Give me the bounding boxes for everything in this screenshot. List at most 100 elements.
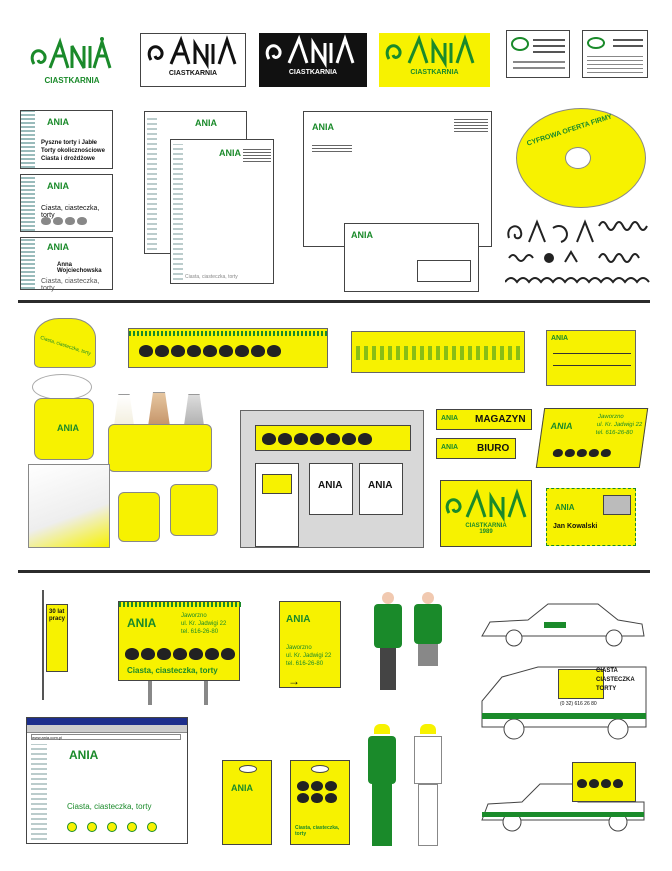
- nav-button-5[interactable]: [147, 822, 157, 832]
- card2-slogan: Ciasta, ciasteczka, torty: [41, 205, 100, 219]
- address-window: [417, 260, 471, 282]
- flag-banner: 30 lat pracy: [46, 604, 68, 672]
- ania-logo-icon: [147, 35, 237, 70]
- sign-logo-icon: ANIA: [441, 415, 459, 422]
- letterhead-footer: Ciasta, ciasteczka, torty: [185, 274, 238, 280]
- car-outline-icon: [481, 603, 645, 647]
- van-line-2: CIASTECZKA: [596, 677, 635, 683]
- display-drums: [108, 424, 212, 472]
- nav-button-2[interactable]: [87, 822, 97, 832]
- compliment-card-1: [506, 30, 570, 78]
- nav-button-4[interactable]: [127, 822, 137, 832]
- name-plate-person: Jan Kowalski: [553, 523, 598, 530]
- shop-window-1: ANIA: [309, 463, 353, 515]
- section-divider-1: [18, 300, 650, 303]
- card3-name: Anna Wojciechowska: [57, 262, 102, 274]
- logo-on-white: CIASTKARNIA: [140, 33, 246, 87]
- card1-line-2: Torty okolicznościowe: [41, 148, 105, 154]
- sign-logo-icon: ANIA: [441, 444, 459, 451]
- bag-handle-hole: [311, 765, 329, 773]
- tent-address-1: Jaworzno: [597, 414, 625, 420]
- pattern-swirls: [505, 218, 650, 288]
- business-card-3: ANIA Anna Wojciechowska Ciasta, ciastecz…: [20, 237, 113, 292]
- window-logo-icon: ANIA: [368, 480, 393, 491]
- browser-toolbar: [27, 725, 187, 733]
- web-nav-buttons: [67, 822, 157, 832]
- business-card-2: ANIA Ciasta, ciasteczka, torty: [20, 174, 113, 232]
- banner-cakes: [128, 328, 329, 368]
- billboard: ANIA Jaworzno ul. Kr. Jadwigi 22 tel. 61…: [118, 601, 241, 681]
- letterhead-front: ANIA Ciasta, ciasteczka, torty: [170, 139, 274, 284]
- sign-biuro: ANIA BIURO: [436, 438, 516, 459]
- sign-biuro-label: BIURO: [477, 443, 510, 454]
- shop-banner: [255, 425, 411, 451]
- flag-text: 30 lat pracy: [49, 609, 66, 622]
- tent-address-2: ul. Kr. Jadwigi 22: [596, 422, 643, 428]
- bag-logo-icon: ANIA: [231, 783, 253, 793]
- logo-caption: CIASTKARNIA: [410, 69, 459, 76]
- banner-pattern: [351, 331, 525, 373]
- table-tent-sign: ANIA Jaworzno ul. Kr. Jadwigi 22 tel. 61…: [535, 408, 649, 468]
- year-label: 1989: [479, 529, 493, 535]
- sign-logo-icon: ANIA: [551, 335, 569, 342]
- drum-outline: [32, 374, 92, 400]
- envelope-small: ANIA: [344, 223, 479, 292]
- ania-logo-icon: [445, 488, 527, 523]
- pickup-outline-icon: [481, 783, 645, 832]
- cake-icons-row: [262, 433, 372, 445]
- bag-handle-hole: [239, 765, 257, 773]
- drum-display-group: Ciasta, ciasteczka, torty ANIA: [28, 310, 108, 470]
- poster-street: ul. Kr. Jadwigi 22: [286, 653, 332, 659]
- cake-icons-row: [552, 449, 612, 457]
- pickup-cake-box: [572, 762, 636, 802]
- ania-logo-icon: [385, 34, 475, 69]
- logo-primary: CIASTKARNIA: [28, 36, 116, 88]
- ania-logo-icon: [30, 36, 112, 69]
- van-line-1: CIASTA: [596, 668, 618, 674]
- nav-button-1[interactable]: [67, 822, 77, 832]
- mini-logo-icon: [511, 37, 529, 51]
- pickup: [478, 754, 648, 840]
- small-drum: [118, 492, 160, 542]
- card1-line-3: Ciasta i drożdżowe: [41, 156, 96, 162]
- window-logo-icon: ANIA: [318, 480, 343, 491]
- url-bar[interactable]: www.ania.com.pl: [31, 734, 181, 740]
- website-window: www.ania.com.pl ANIA Ciasta, ciasteczka,…: [26, 717, 188, 844]
- envelope-logo-icon: ANIA: [312, 122, 334, 132]
- shopping-bag-1: ANIA: [222, 760, 272, 845]
- letterhead-logo-icon: ANIA: [195, 118, 217, 128]
- ania-logo-icon: [265, 34, 355, 69]
- letterhead-logo-icon: ANIA: [219, 148, 241, 158]
- nav-button-3[interactable]: [107, 822, 117, 832]
- sign-magazyn-label: MAGAZYN: [475, 414, 526, 425]
- sign-logo-icon: ANIA: [555, 503, 575, 512]
- staff-uniform-pair: [368, 590, 448, 700]
- big-logo-sign: CIASTKARNIA 1989: [440, 480, 532, 547]
- cake-icons-row: [139, 345, 281, 357]
- van: CIASTA CIASTECZKA TORTY (0 32) 616 26 80: [478, 657, 648, 743]
- shop-facade: ANIA ANIA: [240, 410, 424, 548]
- business-card-1: ANIA Pyszne torty i Jabłe Torty okoliczn…: [20, 110, 113, 169]
- card1-line-1: Pyszne torty i Jabłe: [41, 140, 98, 146]
- billboard-logo-icon: ANIA: [127, 616, 157, 630]
- name-plate: ANIA Jan Kowalski: [546, 488, 636, 546]
- logo-on-yellow: CIASTKARNIA: [379, 33, 490, 87]
- car-sedan: [478, 598, 648, 650]
- billboard-posts: [138, 681, 220, 705]
- sign-logo-icon: ANIA: [549, 421, 574, 431]
- card3-slogan: Ciasta, ciasteczka, torty: [41, 278, 100, 292]
- small-drum-2: [170, 484, 218, 536]
- shop-door[interactable]: [255, 463, 299, 547]
- logo-caption: CIASTKARNIA: [168, 70, 218, 77]
- logo-on-black: CIASTKARNIA: [259, 33, 367, 87]
- card-logo-icon: ANIA: [47, 242, 69, 252]
- logo-caption: CIASTKARNIA: [465, 523, 507, 529]
- mini-logo-icon: [587, 37, 605, 49]
- flag-pole: 30 lat pracy: [40, 590, 70, 704]
- cd-disc: CYFROWA OFERTA FIRMY: [516, 108, 646, 208]
- workers-uniform-pair: [362, 722, 452, 852]
- logo-caption: CIASTKARNIA: [288, 69, 338, 76]
- envelope-logo-icon: ANIA: [351, 230, 373, 240]
- compliment-card-2: [582, 30, 648, 78]
- billboard-city: Jaworzno: [181, 613, 207, 619]
